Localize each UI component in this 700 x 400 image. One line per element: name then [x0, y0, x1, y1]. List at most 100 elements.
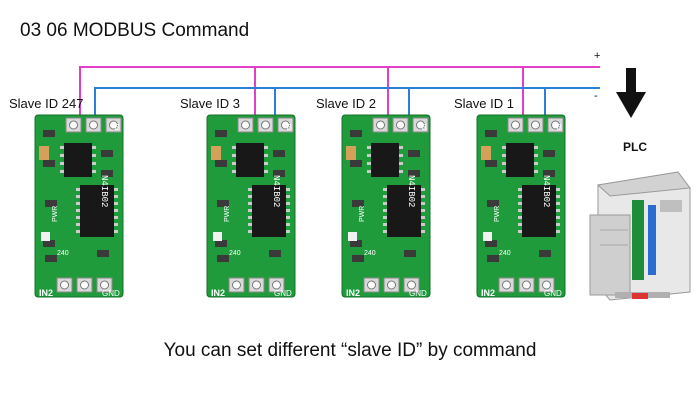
smd-part — [45, 255, 57, 262]
smd-part — [215, 130, 227, 137]
bus-plus-line — [79, 66, 600, 115]
chip-marking: N4IB02 — [271, 175, 281, 207]
ic-chip — [64, 143, 92, 177]
capacitor — [346, 146, 356, 160]
terminal-hole — [522, 280, 531, 290]
slave-label-3: Slave ID 3 — [180, 96, 240, 111]
led — [348, 232, 357, 241]
pin-label-b: -B — [112, 123, 120, 132]
smd-part — [215, 240, 227, 247]
smd-part — [101, 150, 113, 157]
smd-part — [352, 200, 364, 207]
terminal-hole — [281, 120, 290, 130]
smd-part — [273, 150, 285, 157]
bus-minus-sign: - — [594, 90, 598, 102]
plc-device-icon — [589, 171, 691, 301]
smd-part — [408, 150, 420, 157]
terminal-hole — [407, 280, 416, 290]
plc-label: PLC — [623, 140, 647, 154]
pin-label-pwr: PWR — [52, 206, 59, 222]
smd-part — [215, 160, 227, 167]
pin-label-240: 240 — [229, 250, 241, 257]
terminal-hole — [261, 120, 270, 130]
slave-label-247: Slave ID 247 — [9, 96, 84, 111]
pin-label-pwr: PWR — [224, 206, 231, 222]
ic-chip — [387, 185, 421, 237]
capacitor — [39, 146, 49, 160]
pin-label-gnd: GND — [102, 289, 120, 298]
smd-part — [485, 240, 497, 247]
capacitor — [481, 146, 491, 160]
ic-chip — [252, 185, 286, 237]
smd-part — [543, 150, 555, 157]
slave-label-2: Slave ID 2 — [316, 96, 376, 111]
smd-part — [101, 170, 113, 177]
pin-label-b: -B — [554, 123, 562, 132]
terminal-hole — [551, 120, 560, 130]
terminal-hole — [511, 120, 520, 130]
smd-part — [43, 160, 55, 167]
pin-label-240: 240 — [57, 250, 69, 257]
ic-chip — [522, 185, 556, 237]
pin-label-b: -B — [284, 123, 292, 132]
smd-part — [350, 240, 362, 247]
terminal-hole — [109, 120, 118, 130]
smd-part — [350, 130, 362, 137]
smd-part — [273, 170, 285, 177]
chip-marking: N4IB02 — [99, 175, 109, 207]
smd-part — [97, 250, 109, 257]
pin-label-in2: IN2 — [346, 288, 360, 298]
terminal-hole — [396, 120, 405, 130]
terminal-hole — [100, 280, 109, 290]
capacitor — [211, 146, 221, 160]
smd-part — [43, 240, 55, 247]
arrow-down-icon — [616, 68, 646, 118]
smd-part — [543, 170, 555, 177]
terminal-hole — [416, 120, 425, 130]
pin-label-in2: IN2 — [39, 288, 53, 298]
pin-label-gnd: GND — [409, 289, 427, 298]
smd-part — [269, 250, 281, 257]
chip-marking: N4IB02 — [406, 175, 416, 207]
diagram-caption: You can set different “slave ID” by comm… — [163, 340, 537, 361]
led — [213, 232, 222, 241]
terminal-hole — [252, 280, 261, 290]
pin-label-b: -B — [419, 123, 427, 132]
led — [483, 232, 492, 241]
smd-part — [217, 200, 229, 207]
terminal-hole — [60, 280, 69, 290]
slave-label-1: Slave ID 1 — [454, 96, 514, 111]
terminal-hole — [272, 280, 281, 290]
terminal-hole — [376, 120, 385, 130]
terminal-hole — [69, 120, 78, 130]
terminal-hole — [502, 280, 511, 290]
terminal-hole — [387, 280, 396, 290]
pin-label-gnd: GND — [544, 289, 562, 298]
pin-label-pwr: PWR — [359, 206, 366, 222]
ic-chip — [236, 143, 264, 177]
chip-marking: N4IB02 — [541, 175, 551, 207]
terminal-hole — [80, 280, 89, 290]
terminal-hole — [232, 280, 241, 290]
pin-label-in2: IN2 — [481, 288, 495, 298]
smd-part — [485, 160, 497, 167]
pin-label-gnd: GND — [274, 289, 292, 298]
smd-part — [485, 130, 497, 137]
smd-part — [539, 250, 551, 257]
terminal-hole — [367, 280, 376, 290]
pin-label-in2: IN2 — [211, 288, 225, 298]
smd-part — [217, 255, 229, 262]
led — [41, 232, 50, 241]
ic-chip — [506, 143, 534, 177]
pin-label-pwr: PWR — [494, 206, 501, 222]
terminal-hole — [542, 280, 551, 290]
pin-label-240: 240 — [364, 250, 376, 257]
ic-chip — [80, 185, 114, 237]
ic-chip — [371, 143, 399, 177]
smd-part — [43, 130, 55, 137]
terminal-hole — [241, 120, 250, 130]
